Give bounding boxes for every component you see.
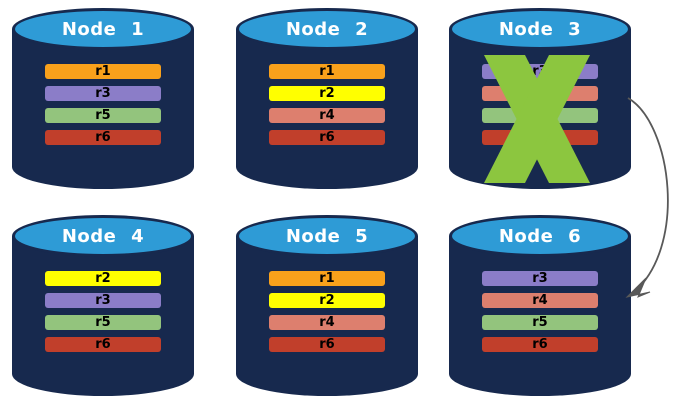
replica-row-r2: r2 [269, 293, 385, 308]
replica-row-r6: r6 [45, 337, 161, 352]
node-title: Node 1 [61, 18, 145, 40]
replica-row-r1: r1 [269, 64, 385, 79]
cylinder-top: Node 5 [236, 215, 418, 257]
failover-arrow-path [627, 97, 669, 295]
replica-row-r1: r1 [269, 271, 385, 286]
node-node-6: Node 6 r3 r4 r5 r6 [449, 215, 631, 396]
replica-row-r6: r6 [482, 337, 598, 352]
node-node-2: Node 2 r1 r2 r4 r6 [236, 8, 418, 189]
replica-rows: r1 r2 r4 r6 [269, 271, 385, 352]
replica-rows: r3 r4 r5 r6 [482, 271, 598, 352]
node-title: Node 2 [285, 18, 369, 40]
replica-row-r3: r3 [482, 271, 598, 286]
replica-row-r5: r5 [482, 315, 598, 330]
replica-rows: r3 r4 r5 r6 [482, 64, 598, 145]
replica-row-r3: r3 [45, 293, 161, 308]
cylinder-top: Node 1 [12, 8, 194, 50]
replica-row-r4: r4 [482, 293, 598, 308]
node-title: Node 5 [285, 225, 369, 247]
cylinder-top: Node 6 [449, 215, 631, 257]
replica-row-r6: r6 [482, 130, 598, 145]
replica-row-r5: r5 [45, 108, 161, 123]
replica-row-r6: r6 [269, 130, 385, 145]
node-node-5: Node 5 r1 r2 r4 r6 [236, 215, 418, 396]
replica-row-r6: r6 [45, 130, 161, 145]
node-node-3: Node 3 r3 r4 r5 r6 [449, 8, 631, 189]
replica-rows: r1 r3 r5 r6 [45, 64, 161, 145]
replica-row-r4: r4 [269, 315, 385, 330]
node-node-4: Node 4 r2 r3 r5 r6 [12, 215, 194, 396]
replica-row-r5: r5 [482, 108, 598, 123]
replica-rows: r1 r2 r4 r6 [269, 64, 385, 145]
cylinder-top: Node 3 [449, 8, 631, 50]
replica-row-r2: r2 [45, 271, 161, 286]
node-node-1: Node 1 r1 r3 r5 r6 [12, 8, 194, 189]
replica-row-r3: r3 [45, 86, 161, 101]
replica-row-r4: r4 [482, 86, 598, 101]
replica-row-r6: r6 [269, 337, 385, 352]
replica-row-r3: r3 [482, 64, 598, 79]
node-title: Node 4 [61, 225, 145, 247]
replica-row-r4: r4 [269, 108, 385, 123]
replica-row-r1: r1 [45, 64, 161, 79]
node-title: Node 6 [498, 225, 582, 247]
cylinder-top: Node 4 [12, 215, 194, 257]
replica-row-r5: r5 [45, 315, 161, 330]
node-title: Node 3 [498, 18, 582, 40]
cylinder-top: Node 2 [236, 8, 418, 50]
replica-rows: r2 r3 r5 r6 [45, 271, 161, 352]
replica-row-r2: r2 [269, 86, 385, 101]
